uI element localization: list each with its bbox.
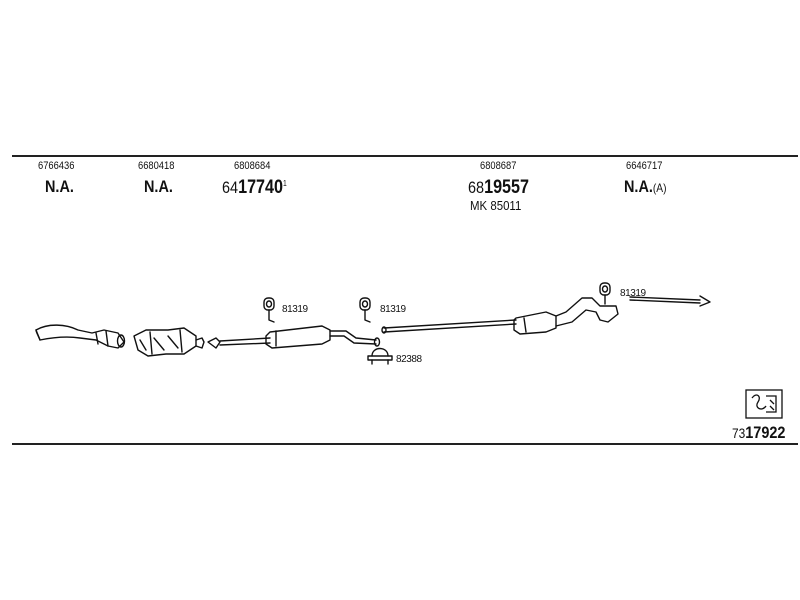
col4-part-number: 6819557	[468, 178, 529, 197]
col4-ref: 6808687	[480, 160, 517, 172]
col3-ref: 6808684	[234, 160, 271, 172]
col4-main: 19557	[484, 177, 530, 198]
label-81319-a: 81319	[282, 304, 308, 315]
col3-main: 17740	[238, 177, 284, 198]
hanger-81319-b	[359, 297, 371, 323]
col5-suffix: (A)	[652, 181, 667, 195]
col2-ref: 6680418	[138, 160, 175, 172]
label-82388: 82388	[396, 354, 422, 365]
rear-pipe	[381, 319, 517, 334]
intermediate-silencer	[207, 325, 381, 349]
col5-ref: 6646717	[626, 160, 663, 172]
hanger-81319-a	[263, 297, 275, 323]
label-81319-c: 81319	[620, 288, 646, 299]
top-rule	[12, 155, 798, 157]
tailpipe-arrow	[629, 295, 711, 307]
front-pipe	[35, 324, 126, 349]
catalog-logo-icon	[745, 389, 783, 419]
hanger-81319-c	[599, 282, 611, 305]
col5-value: N.A.(A)	[624, 178, 667, 195]
col3-part-number: 64177401	[222, 178, 287, 197]
col5-na: N.A.	[624, 177, 653, 196]
catalytic-converter	[133, 327, 205, 357]
footer-number: 17922	[745, 423, 786, 442]
col4-kit: MK 85011	[470, 198, 522, 213]
clamp-82388	[367, 347, 393, 365]
label-81319-b: 81319	[380, 304, 406, 315]
col3-prefix: 64	[222, 178, 239, 197]
col3-sup: 1	[283, 179, 287, 188]
col2-value: N.A.	[144, 177, 173, 196]
rear-silencer	[513, 297, 619, 335]
col1-ref: 6766436	[38, 160, 75, 172]
col1-value: N.A.	[45, 177, 74, 196]
col4-prefix: 68	[468, 178, 485, 197]
footer-catalog-number: 7317922	[732, 424, 785, 441]
footer-prefix: 73	[732, 425, 746, 441]
bottom-rule	[12, 443, 798, 445]
